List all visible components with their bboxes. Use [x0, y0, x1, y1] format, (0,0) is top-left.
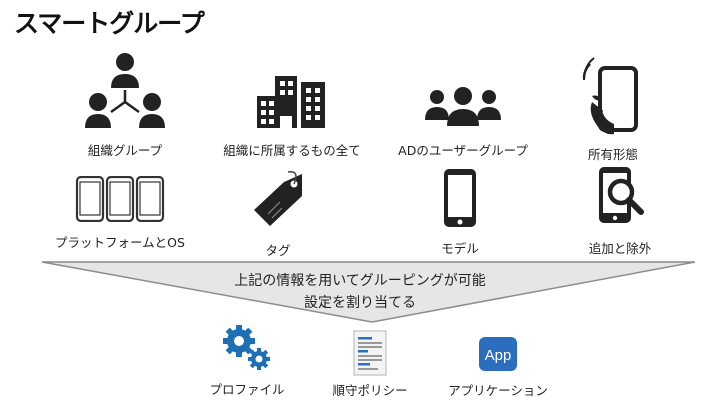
source-buildings: 組織に所属するもの全て — [207, 76, 377, 158]
source-label: 組織に所属するもの全て — [223, 143, 361, 158]
target-label: アプリケーション — [448, 383, 548, 398]
source-ownership: 所有形態 — [528, 54, 698, 162]
funnel-line-2: 設定を割り当てる — [304, 295, 416, 311]
source-label: ADのユーザーグループ — [398, 143, 528, 158]
source-tag: タグ — [193, 170, 363, 258]
hand-phone-icon — [582, 57, 638, 135]
target-profile: プロファイル — [182, 323, 312, 397]
source-model: モデル — [375, 168, 545, 256]
search-device-icon — [599, 167, 644, 223]
tag-icon — [254, 171, 302, 226]
source-label: 組織グループ — [87, 143, 163, 158]
app-icon: App — [479, 337, 517, 371]
smartphone-icon — [444, 169, 476, 227]
target-label: 順守ポリシー — [332, 383, 408, 398]
policy-document-icon — [353, 330, 387, 376]
gears-icon — [223, 325, 270, 370]
source-label: モデル — [441, 241, 479, 256]
app-badge-text: App — [485, 347, 512, 364]
funnel-line-1: 上記の情報を用いてグルーピングが可能 — [234, 273, 486, 289]
source-label: プラットフォームとOS — [55, 235, 185, 250]
source-org-group: 組織グループ — [40, 52, 210, 158]
source-label: 追加と除外 — [588, 241, 652, 256]
source-platform-os: プラットフォームとOS — [35, 176, 205, 250]
source-ad-user-group: ADのユーザーグループ — [378, 86, 548, 158]
buildings-icon — [257, 76, 325, 128]
org-group-icon — [85, 53, 165, 128]
user-group-icon — [425, 87, 501, 126]
source-label: タグ — [265, 243, 291, 258]
source-include-exclude: 追加と除外 — [535, 166, 705, 256]
target-application: App アプリケーション — [433, 336, 563, 398]
target-compliance-policy: 順守ポリシー — [305, 330, 435, 398]
page-title: スマートグループ — [14, 9, 205, 38]
target-label: プロファイル — [209, 382, 285, 397]
devices-icon — [75, 176, 165, 222]
source-label: 所有形態 — [587, 147, 638, 162]
